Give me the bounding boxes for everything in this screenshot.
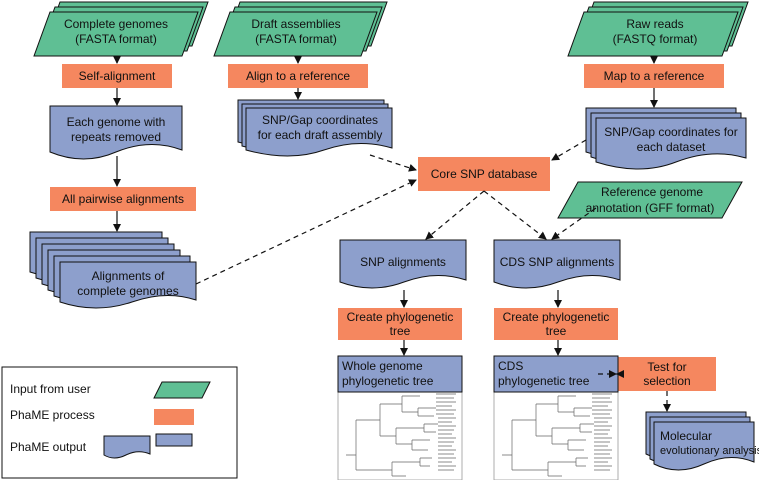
svg-text:Self-alignment: Self-alignment [79, 69, 156, 83]
input-label-line2: (FASTQ format) [613, 32, 698, 46]
svg-text:complete genomes: complete genomes [77, 284, 178, 298]
svg-text:SNP/Gap coordinates: SNP/Gap coordinates [262, 113, 378, 127]
output-cds-snp-alignments: CDS SNP alignments [493, 239, 621, 289]
legend-process-swatch [154, 409, 194, 425]
process-test-selection: Test for selection [618, 357, 716, 391]
dashed-arrows [195, 139, 671, 412]
svg-text:SNP/Gap coordinates for: SNP/Gap coordinates for [604, 125, 737, 139]
process-align-to-reference: Align to a reference [228, 64, 368, 88]
input-label-line1: Draft assemblies [251, 17, 340, 31]
svg-text:selection: selection [643, 374, 690, 388]
output-snp-gap-draft: SNP/Gap coordinates for each draft assem… [237, 99, 393, 157]
legend-output-doc-swatch [103, 435, 151, 459]
input-reference-annotation: Reference genome annotation (GFF format) [557, 181, 743, 219]
svg-text:tree: tree [546, 324, 567, 338]
svg-text:All pairwise alignments: All pairwise alignments [62, 192, 184, 206]
legend-process-label: PhaME process [10, 408, 95, 422]
output-whole-genome-tree: Whole genome phylogenetic tree [337, 355, 463, 480]
process-all-pairwise-alignments: All pairwise alignments [50, 187, 196, 211]
process-create-tree-snp: Create phylogenetic tree [338, 308, 462, 340]
input-label-line2: (FASTA format) [255, 32, 337, 46]
svg-text:CDS: CDS [498, 359, 523, 373]
svg-text:SNP alignments: SNP alignments [360, 255, 446, 269]
svg-text:Align to a reference: Align to a reference [246, 69, 350, 83]
output-repeats-removed: Each genome with repeats removed [49, 105, 183, 160]
svg-text:Map to a reference: Map to a reference [604, 69, 705, 83]
legend-output-rect-swatch [155, 433, 193, 447]
phylogenetic-tree-graphic [346, 393, 456, 477]
legend: Input from user PhaME process PhaME outp… [1, 366, 238, 479]
svg-text:Whole genome: Whole genome [342, 359, 423, 373]
svg-text:phylogenetic tree: phylogenetic tree [498, 374, 590, 388]
svg-text:tree: tree [390, 324, 411, 338]
input-label-line1: Raw reads [626, 17, 683, 31]
input-label-line2: (FASTA format) [75, 32, 157, 46]
output-cds-tree: CDS phylogenetic tree [493, 355, 619, 480]
svg-text:phylogenetic tree: phylogenetic tree [342, 374, 434, 388]
process-core-snp-database: Core SNP database [418, 157, 550, 191]
svg-text:each dataset: each dataset [637, 140, 706, 154]
input-complete-genomes: Complete genomes (FASTA format) [33, 1, 209, 57]
svg-text:CDS SNP alignments: CDS SNP alignments [500, 255, 615, 269]
process-create-tree-cds: Create phylogenetic tree [494, 308, 618, 340]
input-draft-assemblies: Draft assemblies (FASTA format) [213, 1, 388, 57]
svg-text:for each draft assembly: for each draft assembly [258, 128, 383, 142]
svg-text:repeats removed: repeats removed [71, 130, 161, 144]
svg-text:Alignments of: Alignments of [92, 269, 165, 283]
process-self-alignment: Self-alignment [62, 64, 172, 88]
legend-input-label: Input from user [10, 382, 91, 396]
svg-text:Create phylogenetic: Create phylogenetic [347, 310, 454, 324]
svg-text:Each genome with: Each genome with [67, 115, 166, 129]
input-raw-reads: Raw reads (FASTQ format) [567, 1, 749, 57]
svg-text:Core SNP database: Core SNP database [431, 167, 538, 181]
output-snp-gap-dataset: SNP/Gap coordinates for each dataset [585, 107, 747, 170]
svg-text:Molecular: Molecular [660, 429, 712, 443]
process-map-to-reference: Map to a reference [584, 64, 724, 88]
legend-output-label: PhaME output [10, 440, 87, 454]
output-alignments-complete: Alignments of complete genomes [29, 231, 197, 309]
svg-text:Create phylogenetic: Create phylogenetic [503, 310, 610, 324]
svg-text:evolutionary analysis results: evolutionary analysis results [660, 445, 759, 457]
input-label-line2: annotation (GFF format) [586, 201, 715, 215]
input-label-line1: Complete genomes [64, 17, 168, 31]
legend-input-swatch [153, 381, 211, 399]
phylogenetic-tree-graphic [502, 393, 612, 477]
svg-text:Test for: Test for [647, 360, 686, 374]
output-snp-alignments: SNP alignments [339, 239, 467, 289]
input-label-line1: Reference genome [601, 185, 703, 199]
solid-arrows [113, 56, 658, 356]
output-molecular-results: Molecular evolutionary analysis results [645, 411, 759, 471]
